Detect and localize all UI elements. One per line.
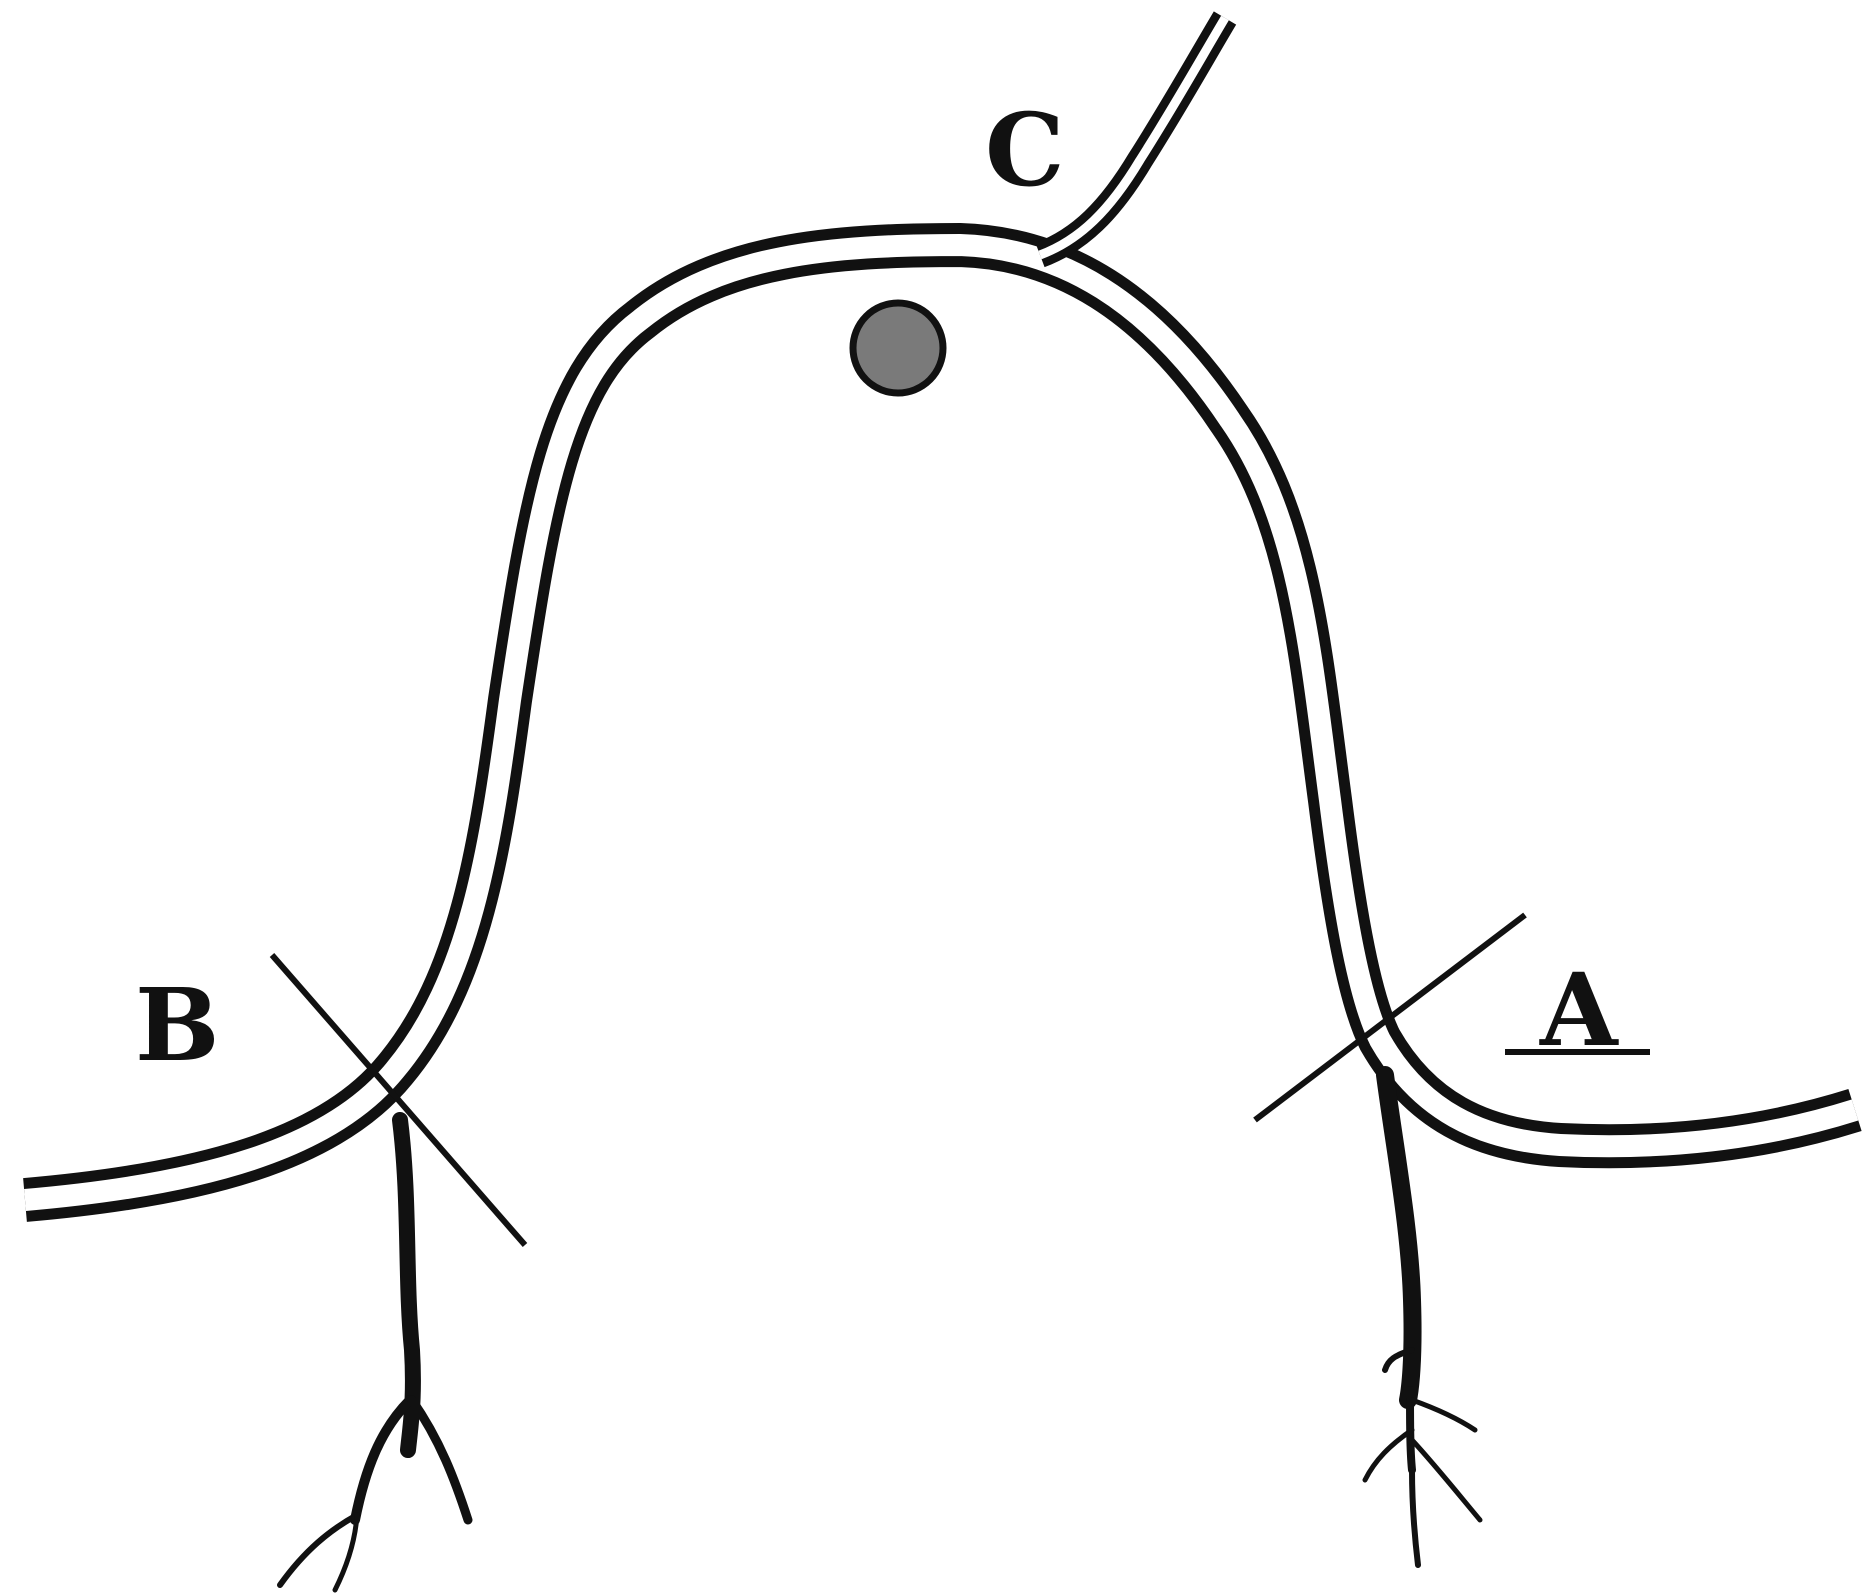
root-right [1365, 1075, 1480, 1565]
round-body [853, 303, 943, 393]
label-c: C [985, 91, 1065, 209]
root-left [280, 1120, 468, 1590]
branch-c [1040, 18, 1225, 255]
label-b: B [135, 966, 220, 1084]
